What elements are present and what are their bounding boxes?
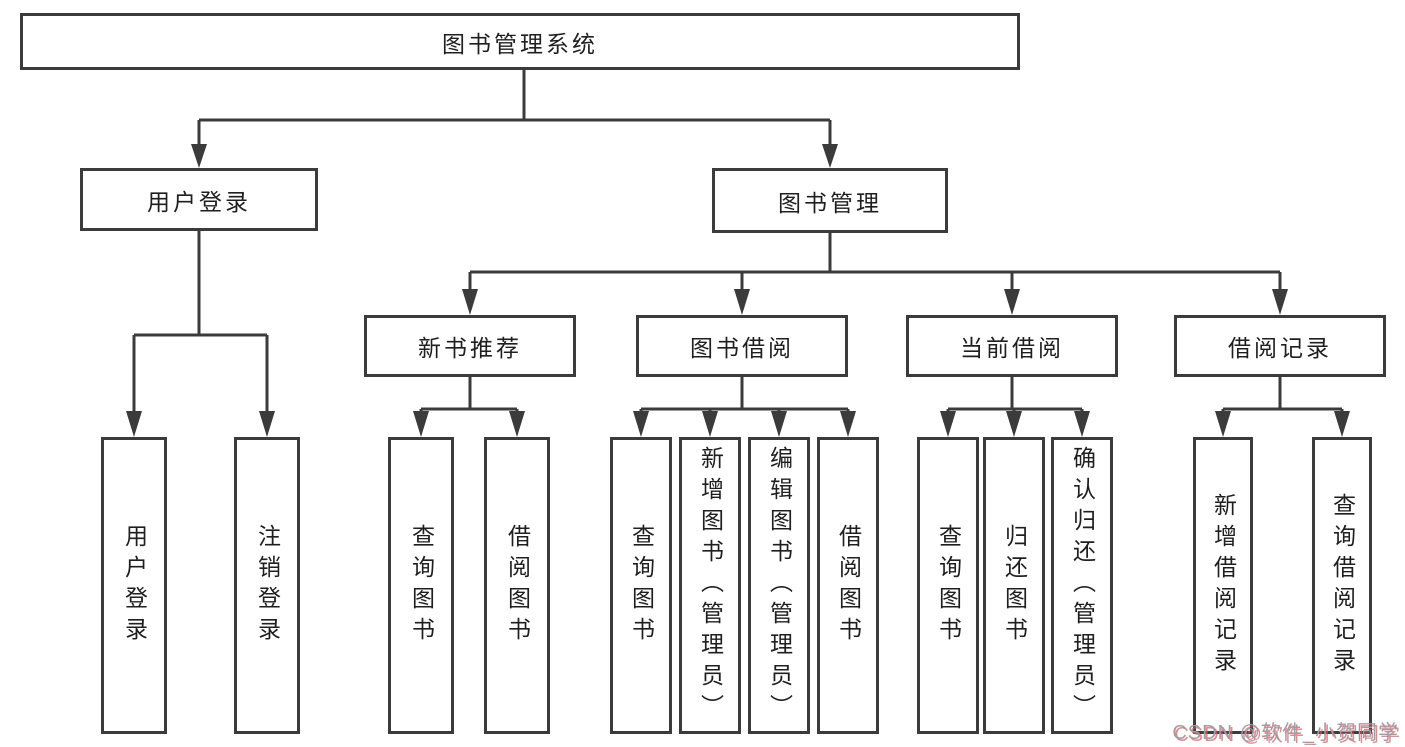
- node-user-login: 用户登录: [80, 168, 318, 231]
- node-label: 用户登录: [147, 188, 251, 215]
- leaf-edit-book-admin: 编辑图书（管理员）: [748, 437, 810, 734]
- leaf-query-borrow-record: 查询借阅记录: [1312, 437, 1372, 734]
- node-new-book-recommend: 新书推荐: [364, 315, 576, 377]
- leaf-add-book-admin: 新增图书（管理员）: [679, 437, 741, 734]
- node-label: 查询图书: [408, 523, 435, 648]
- node-label: 借阅图书: [504, 523, 531, 648]
- leaf-add-borrow-record: 新增借阅记录: [1193, 437, 1253, 734]
- leaf-user-login: 用户登录: [101, 437, 167, 734]
- leaf-confirm-return-admin: 确认归还（管理员）: [1051, 437, 1113, 734]
- leaf-query-books-borrowing: 查询图书: [610, 437, 672, 734]
- leaf-borrow-books: 借阅图书: [817, 437, 879, 734]
- node-label: 归还图书: [1001, 523, 1028, 648]
- leaf-logout: 注销登录: [234, 437, 300, 734]
- leaf-return-books: 归还图书: [983, 437, 1045, 734]
- node-book-borrowing: 图书借阅: [636, 315, 848, 377]
- node-label: 借阅图书: [835, 523, 862, 648]
- node-label: 图书管理: [778, 189, 882, 216]
- leaf-query-books-recommend: 查询图书: [388, 437, 454, 734]
- node-label: 编辑图书（管理员）: [766, 446, 793, 725]
- node-label: 查询图书: [628, 523, 655, 648]
- node-label: 注销登录: [254, 523, 281, 648]
- node-label: 用户登录: [121, 523, 148, 648]
- node-library-management-system: 图书管理系统: [20, 13, 1020, 70]
- node-borrowing-records: 借阅记录: [1174, 315, 1386, 377]
- node-label: 新书推荐: [418, 335, 522, 361]
- node-label: 查询借阅记录: [1329, 492, 1356, 679]
- leaf-borrow-books-recommend: 借阅图书: [484, 437, 550, 734]
- node-label: 新增图书（管理员）: [697, 446, 724, 725]
- node-label: 图书借阅: [690, 335, 794, 361]
- leaf-query-books-current: 查询图书: [917, 437, 979, 734]
- node-label: 借阅记录: [1228, 335, 1332, 361]
- node-label: 确认归还（管理员）: [1069, 446, 1096, 725]
- node-label: 新增借阅记录: [1210, 492, 1237, 679]
- node-book-management: 图书管理: [712, 168, 948, 233]
- watermark: CSDN @软件_小贺同学: [1172, 722, 1399, 744]
- node-label: 当前借阅: [960, 335, 1064, 361]
- node-label: 图书管理系统: [442, 30, 598, 57]
- node-current-borrowing: 当前借阅: [906, 315, 1118, 377]
- node-label: 查询图书: [935, 523, 962, 648]
